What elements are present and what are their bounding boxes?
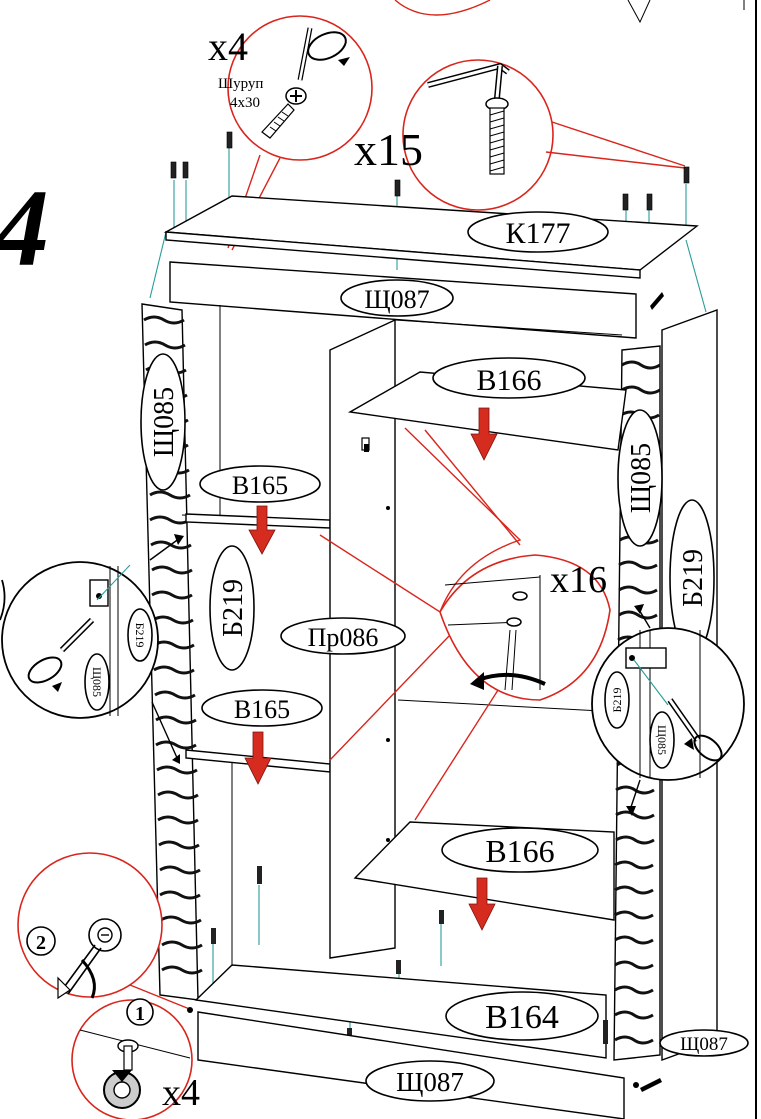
label-partition: Пр086 bbox=[308, 623, 379, 652]
top-edge-fragment bbox=[627, 0, 651, 24]
label-side-right: Б219 bbox=[678, 549, 709, 607]
screw-qty: x4 bbox=[208, 24, 248, 69]
label-facade-right: Щ085 bbox=[626, 443, 657, 513]
right-carcass-line bbox=[397, 699, 621, 713]
label-shelf-left-lower: В165 bbox=[234, 695, 290, 724]
top-panel-front bbox=[165, 231, 641, 279]
cam-bolt-callout: 1 x4 bbox=[71, 998, 200, 1119]
detail-right-facade: Щ085 bbox=[655, 725, 669, 755]
left-facade: Щ085 bbox=[140, 303, 203, 1001]
shelf-pin-callout: x16 bbox=[319, 427, 611, 821]
confirmat-qty: x15 bbox=[354, 124, 423, 175]
label-side-center: Б219 bbox=[218, 579, 249, 637]
cam-qty: x4 bbox=[162, 1072, 200, 1114]
rotate-arrow-icon bbox=[470, 672, 546, 690]
right-detail-callout: Б219 Щ085 bbox=[591, 604, 745, 816]
cam-step-2: 2 bbox=[36, 932, 46, 954]
arrow-down-icon bbox=[244, 731, 272, 785]
label-shelf-right-lower: В166 bbox=[485, 833, 554, 869]
screw-icon bbox=[667, 698, 701, 742]
detail-right-side: Б219 bbox=[610, 688, 624, 713]
hinge-icon bbox=[361, 437, 370, 452]
arrow-down-icon bbox=[248, 505, 276, 555]
screw-callout: x4 Шуруп 4x30 bbox=[208, 15, 373, 251]
screwdriver-icon bbox=[297, 27, 350, 81]
arrow-down-icon bbox=[470, 407, 498, 461]
arrow-down-icon bbox=[468, 877, 496, 931]
top-screws bbox=[170, 131, 690, 211]
label-top-rail: Щ087 bbox=[364, 285, 429, 314]
callout-circle-top-partial bbox=[394, 0, 491, 16]
screw-icon bbox=[59, 617, 95, 653]
label-shelf-left-upper: В165 bbox=[232, 471, 288, 500]
label-bottom: В164 bbox=[485, 999, 559, 1036]
corner-bracket-icon bbox=[89, 579, 109, 607]
cam-lock-icon bbox=[61, 918, 122, 995]
confirmat-screw-icon bbox=[485, 97, 509, 175]
screw-size: 4x30 bbox=[230, 95, 260, 111]
hex-key-icon bbox=[427, 62, 510, 99]
step-number: 4 bbox=[0, 167, 49, 289]
screw-name: Шуруп bbox=[218, 76, 263, 92]
rail-screw-icons bbox=[187, 292, 664, 1092]
detail-left-facade: Щ085 bbox=[90, 667, 104, 697]
corner-bracket-icon bbox=[625, 647, 667, 669]
right-carcass-line bbox=[394, 319, 623, 336]
detail-left-side: Б219 bbox=[133, 623, 147, 648]
left-carcass bbox=[181, 305, 326, 1000]
label-bottom-rail-side: Щ087 bbox=[680, 1034, 728, 1055]
shelf-pin-icon bbox=[504, 591, 528, 691]
label-shelf-right-upper: В166 bbox=[476, 364, 541, 397]
cam-step-1: 1 bbox=[135, 1003, 145, 1025]
label-facade-left: Щ085 bbox=[149, 387, 180, 457]
cam-lock-callout: 2 bbox=[17, 852, 193, 1011]
shelf-pin-qty: x16 bbox=[550, 559, 607, 601]
label-top: К177 bbox=[505, 217, 570, 250]
label-bottom-rail: Щ087 bbox=[396, 1067, 464, 1097]
left-detail-callout: Б219 Щ085 bbox=[0, 534, 184, 764]
screw-icon bbox=[261, 87, 307, 139]
confirmat-callout: x15 bbox=[354, 59, 686, 211]
